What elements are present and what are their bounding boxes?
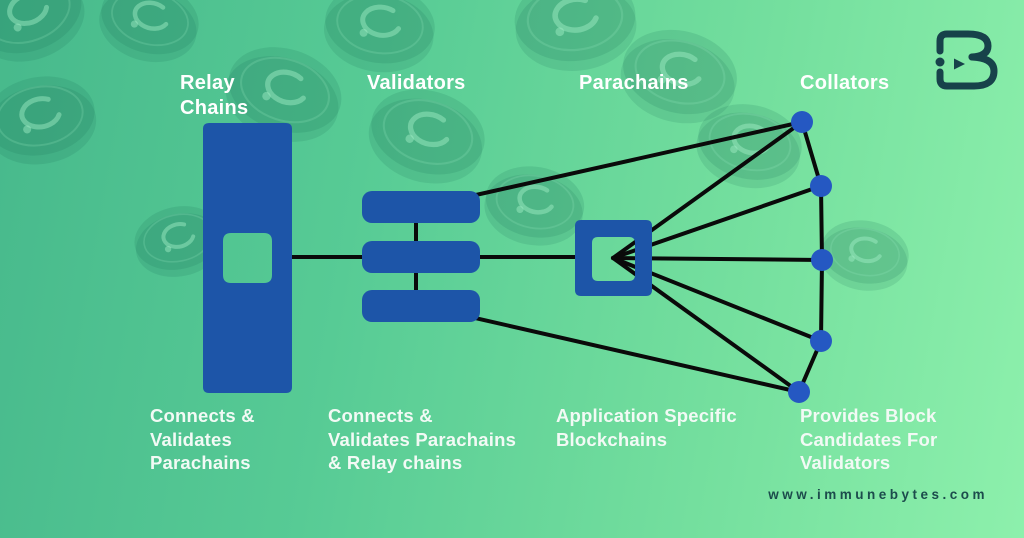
caption-line: Candidates For (800, 428, 938, 450)
collator-node-2 (810, 175, 832, 197)
column-header-parachains: Parachains (579, 71, 689, 96)
i-dot-icon (935, 57, 945, 67)
header-line: Collators (800, 72, 890, 94)
caption-line: Validates Parachains (328, 428, 517, 450)
caption-line: & Relay chains (328, 452, 463, 473)
column-caption-collators: Provides Block Candidates For Validators (800, 404, 937, 475)
collator-node-3 (811, 249, 833, 271)
relay-chain-block (203, 123, 292, 393)
coin-icon (510, 0, 640, 77)
coin-icon (0, 0, 96, 76)
caption-line: Application Specific (556, 405, 737, 426)
collator-node-1 (791, 111, 813, 133)
header-line: Chains (180, 97, 249, 119)
caption-line: Validators (800, 452, 891, 473)
column-header-relay-chains: Relay Chains (180, 71, 248, 121)
coin-icon (319, 0, 440, 79)
caption-line: Validates (150, 428, 233, 450)
coin-icon (0, 68, 102, 173)
coin-icon (91, 0, 207, 73)
column-header-validators: Validators (367, 71, 466, 96)
validator-bar-2 (362, 241, 480, 273)
validator-stack (362, 191, 480, 322)
header-line: Validators (367, 72, 466, 94)
play-triangle-icon (954, 58, 965, 70)
immunebytes-logo (935, 30, 998, 90)
caption-line: Connects & (150, 405, 255, 426)
collator-node-5 (788, 381, 810, 403)
validator-bar-3 (362, 290, 480, 322)
caption-line: Connects & (328, 405, 433, 426)
connector-validator-top-to-collator-1 (438, 120, 804, 205)
column-header-collators: Collators (800, 71, 889, 96)
caption-line: Parachains (150, 452, 251, 473)
validator-bar-1 (362, 191, 480, 223)
caption-line: Provides Block (800, 405, 937, 426)
header-line: Relay (180, 72, 235, 94)
header-line: Parachains (579, 72, 689, 94)
connector-validator-bottom-to-collator-5 (438, 308, 801, 394)
column-caption-parachains: Application Specific Blockchains (556, 404, 737, 451)
parachain-block (575, 220, 652, 296)
website-url: www.immunebytes.com (768, 487, 988, 502)
brand-monogram-icon (936, 30, 998, 90)
collator-node-4 (810, 330, 832, 352)
column-caption-relay-chains: Connects & Validates Parachains (150, 404, 255, 475)
caption-line: Blockchains (556, 428, 668, 450)
collator-nodes (788, 111, 833, 403)
column-caption-validators: Connects & Validates Parachains & Relay … (328, 404, 516, 475)
